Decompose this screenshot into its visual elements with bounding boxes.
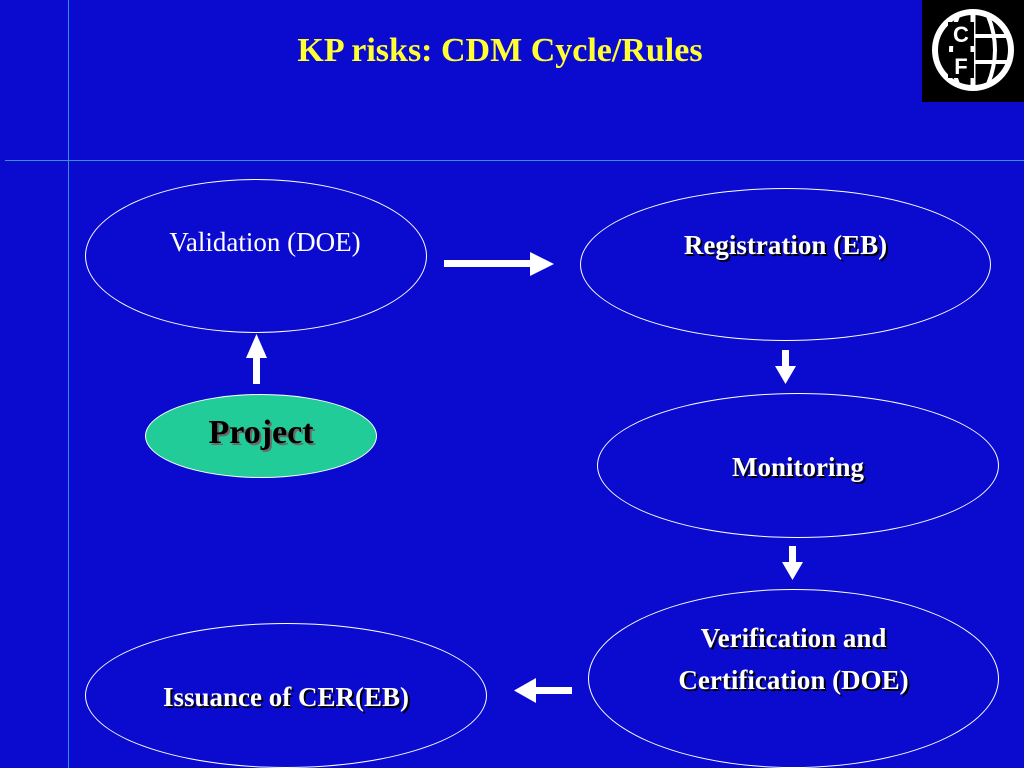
guide-line-vertical bbox=[68, 0, 69, 768]
arrow-verification-to-issuance bbox=[514, 678, 572, 703]
verification-label-line1: Verification and bbox=[700, 623, 887, 653]
validation-node bbox=[85, 179, 427, 333]
arrow-registration-to-monitoring bbox=[775, 350, 796, 384]
monitoring-label: Monitoring bbox=[732, 452, 864, 482]
logo-letter-f: F bbox=[954, 54, 967, 79]
registration-node bbox=[580, 188, 991, 341]
cf-globe-logo-icon: C F bbox=[932, 9, 1014, 91]
guide-line-horizontal bbox=[5, 160, 1024, 161]
project-label: Project bbox=[208, 414, 314, 451]
validation-label: Validation (DOE) bbox=[169, 227, 361, 257]
logo-letter-c: C bbox=[953, 22, 969, 47]
project-node bbox=[145, 394, 377, 478]
slide-title: KP risks: CDM Cycle/Rules bbox=[297, 32, 703, 69]
logo: C F bbox=[922, 0, 1024, 102]
registration-label: Registration (EB) bbox=[683, 230, 888, 260]
arrow-monitoring-to-verification bbox=[782, 546, 803, 580]
arrow-project-to-validation bbox=[246, 334, 267, 384]
issuance-label: Issuance of CER(EB) bbox=[162, 682, 410, 712]
monitoring-node bbox=[597, 393, 999, 538]
verification-label-line2: Certification (DOE) bbox=[678, 665, 909, 695]
arrow-validation-to-registration bbox=[444, 252, 554, 276]
